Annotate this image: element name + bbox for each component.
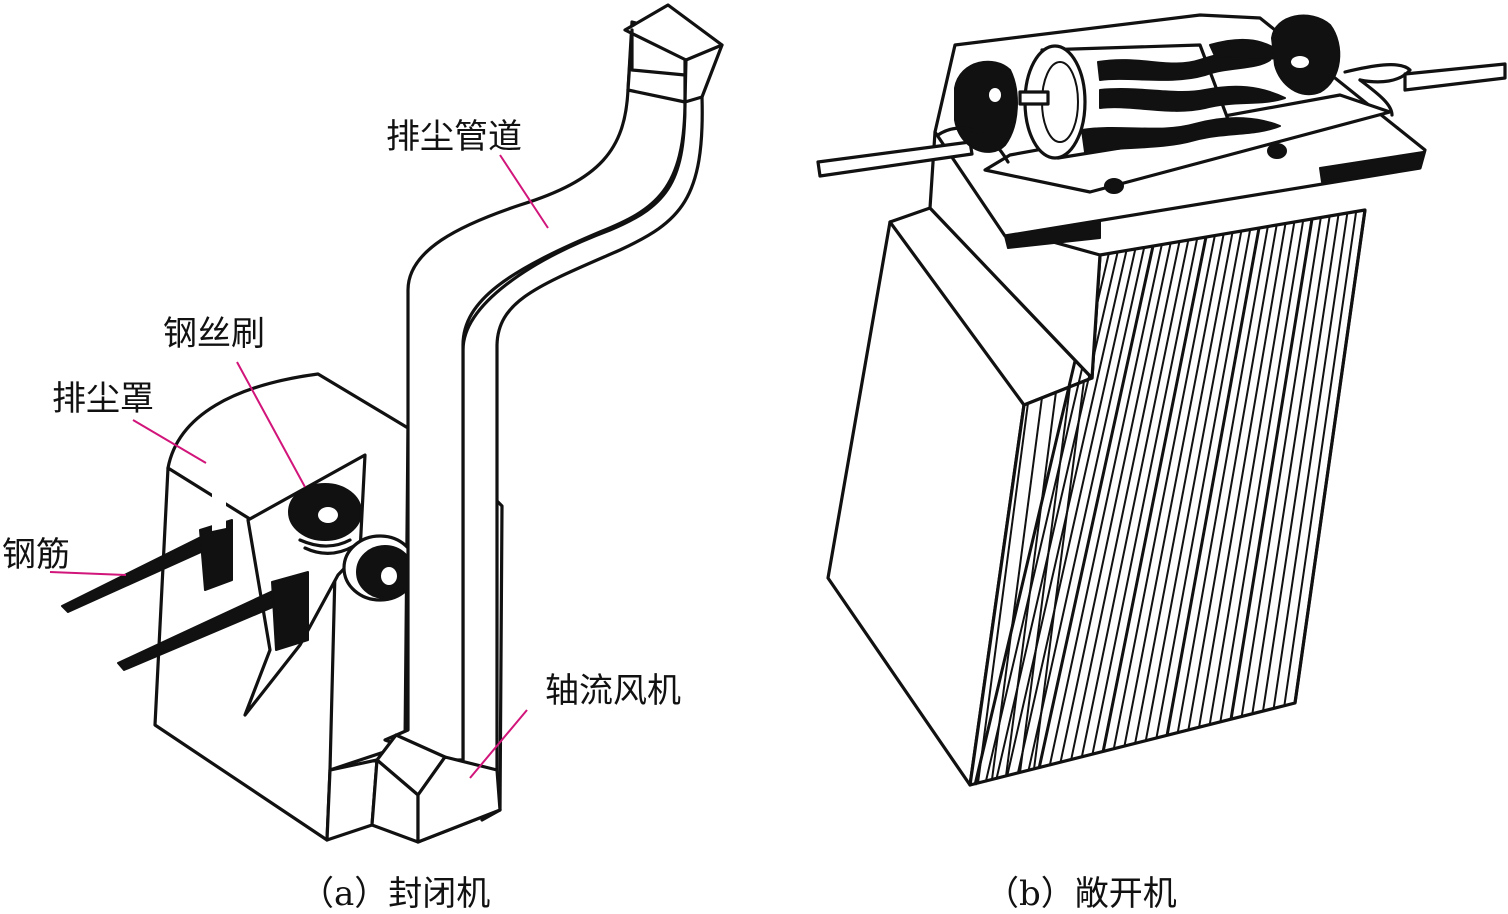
fin-line (1208, 221, 1296, 726)
fin-line (1080, 239, 1190, 758)
enclosed-machine-figure: 排尘管道 钢丝刷 排尘罩 钢筋 轴流风机 （a）封闭机 (2, 3, 724, 914)
fin-line (1187, 224, 1278, 731)
fin-line (1165, 227, 1261, 737)
fin-line (1293, 209, 1367, 704)
hole-2 (1267, 143, 1287, 159)
label-rebar: 钢筋 (2, 535, 70, 575)
rebar-rod (816, 140, 974, 178)
fin-line (1091, 238, 1199, 756)
fin-line (1059, 242, 1172, 764)
rebar-lower (117, 571, 309, 671)
hood-base-block (325, 758, 379, 842)
leader-dust-duct (499, 154, 549, 229)
fin-lines (973, 209, 1367, 786)
fin-line (1251, 215, 1331, 715)
caption-b: （b）敞开机 (985, 874, 1177, 914)
front-block-line (1033, 380, 1085, 770)
front-block-line (991, 397, 1043, 780)
fin-line (1048, 244, 1163, 767)
front-block-line (977, 402, 1029, 784)
fin-line (1016, 248, 1137, 775)
fin-line (1229, 218, 1314, 720)
brush-strands (1081, 38, 1286, 153)
fin-line (1176, 226, 1269, 734)
dust-duct (370, 3, 724, 844)
fin-line (1155, 229, 1252, 739)
label-axial-fan: 轴流风机 (545, 671, 681, 711)
hole-1 (1104, 178, 1124, 194)
leader-rebar (49, 571, 127, 576)
label-dust-duct: 排尘管道 (386, 117, 522, 157)
fin-line (1134, 232, 1234, 745)
rebar-rod-right (1403, 62, 1507, 92)
fin-line (1272, 212, 1349, 709)
wire-brush-right (1271, 14, 1412, 117)
front-block-line (1005, 391, 1057, 777)
fin-line (1262, 214, 1340, 712)
fin-line (1037, 245, 1155, 769)
wire-brush-lower (342, 534, 418, 602)
label-wire-brush: 钢丝刷 (163, 314, 265, 354)
rebar-upper (61, 489, 233, 613)
fin-line (1027, 247, 1146, 772)
label-dust-hood: 排尘罩 (52, 379, 154, 419)
fin-line (1219, 220, 1305, 723)
leader-lines-a (49, 154, 549, 779)
fin-line (1283, 211, 1358, 706)
fin-line (1101, 236, 1208, 753)
fin-line (1070, 241, 1181, 761)
leader-dust-hood (132, 419, 207, 464)
wire-brush-left (936, 60, 1018, 164)
leader-axial-fan (469, 709, 528, 779)
fin-line (1123, 233, 1225, 747)
fin-line (1144, 230, 1243, 742)
open-machine-figure: （b）敞开机 (816, 13, 1507, 914)
fin-line (1112, 235, 1216, 750)
fin-line (1240, 217, 1322, 717)
fin-line (1198, 223, 1287, 728)
caption-a: （a）封闭机 (300, 874, 490, 914)
front-block-line (1019, 386, 1071, 773)
plate-edge-left (1004, 221, 1101, 249)
leader-wire-brush (236, 361, 306, 488)
plate-edge-right (1319, 151, 1424, 183)
